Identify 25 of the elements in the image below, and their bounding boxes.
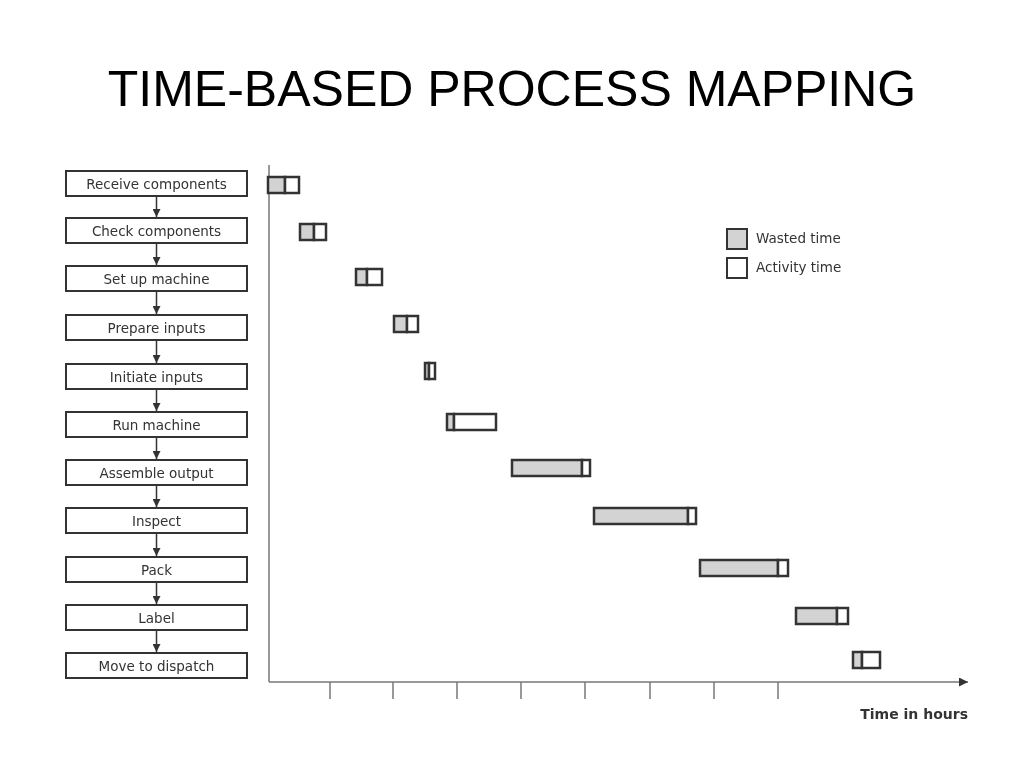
process-box: Prepare inputs [65,314,248,341]
arrow [152,437,161,460]
process-box: Assemble output [65,459,248,486]
process-box: Pack [65,556,248,583]
process-box: Inspect [65,507,248,534]
process-box: Receive components [65,170,248,197]
process-box: Move to dispatch [65,652,248,679]
arrow [152,291,161,315]
title: TIME-BASED PROCESS MAPPING [106,62,918,117]
arrow [152,485,161,508]
arrow [152,243,161,266]
process-box: Set up machine [65,265,248,292]
axis-title: Time in hours [860,706,968,722]
arrow [152,340,161,364]
legend-label: Wasted time [756,230,841,246]
arrow [152,582,161,605]
arrow [152,389,161,412]
legend-label: Activity time [756,259,842,275]
process-box: Initiate inputs [65,363,248,390]
arrow [152,533,161,557]
process-box: Run machine [65,411,248,438]
process-box: Label [65,604,248,631]
arrow [152,196,161,218]
process-box: Check components [65,217,248,244]
arrow [152,630,161,653]
